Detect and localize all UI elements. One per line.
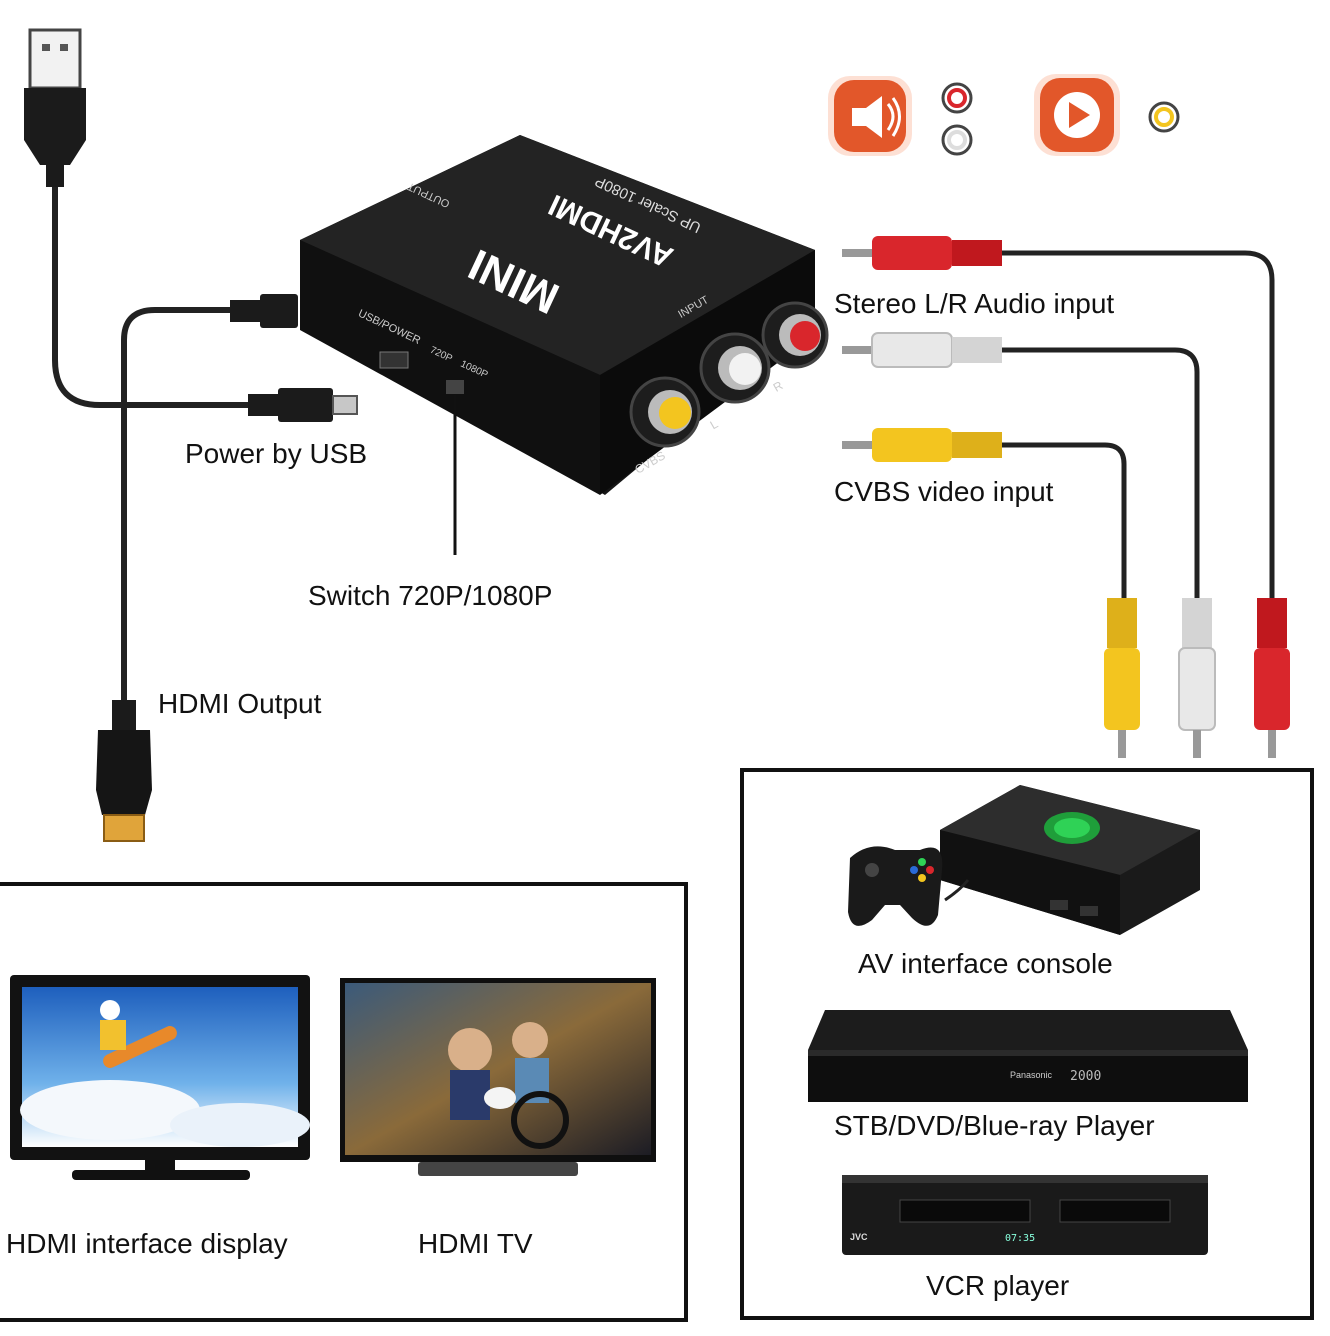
av2hdmi-converter: MINI AV2HDMI UP Scaler 1080P OUTPUT INPU… xyxy=(300,135,829,555)
play-icon xyxy=(1034,74,1120,156)
player-label: STB/DVD/Blue-ray Player xyxy=(834,1110,1155,1141)
hdmi-output-label: HDMI Output xyxy=(158,688,322,719)
rca-jack-cvbs xyxy=(629,376,701,448)
console-label: AV interface console xyxy=(858,948,1113,979)
hdmi-tv-label: HDMI TV xyxy=(418,1228,533,1259)
audio-color-dots xyxy=(941,82,973,156)
cvbs-input-label: CVBS video input xyxy=(834,476,1054,507)
vcr-label: VCR player xyxy=(926,1270,1070,1301)
usb-cable xyxy=(24,28,358,422)
speaker-icon xyxy=(828,76,912,156)
hdmi-cable xyxy=(96,294,298,842)
source-devices-box xyxy=(740,768,1314,1320)
hdmi-display-label: HDMI interface display xyxy=(6,1228,288,1259)
hdmi-plug-icon xyxy=(96,730,152,815)
rca-cables xyxy=(842,236,1290,758)
usb-a-plug-icon xyxy=(28,28,82,90)
rca-jack-left xyxy=(699,332,771,404)
video-color-dot xyxy=(1148,101,1180,133)
micro-usb-plug-icon xyxy=(278,388,333,422)
device-l-text: L xyxy=(708,417,721,433)
device-r-text: R xyxy=(771,378,786,395)
stereo-input-label: Stereo L/R Audio input xyxy=(834,288,1115,319)
output-devices-box xyxy=(0,882,688,1322)
power-by-usb-label: Power by USB xyxy=(185,438,368,469)
switch-label: Switch 720P/1080P xyxy=(308,580,553,611)
rca-jack-right xyxy=(761,301,829,369)
